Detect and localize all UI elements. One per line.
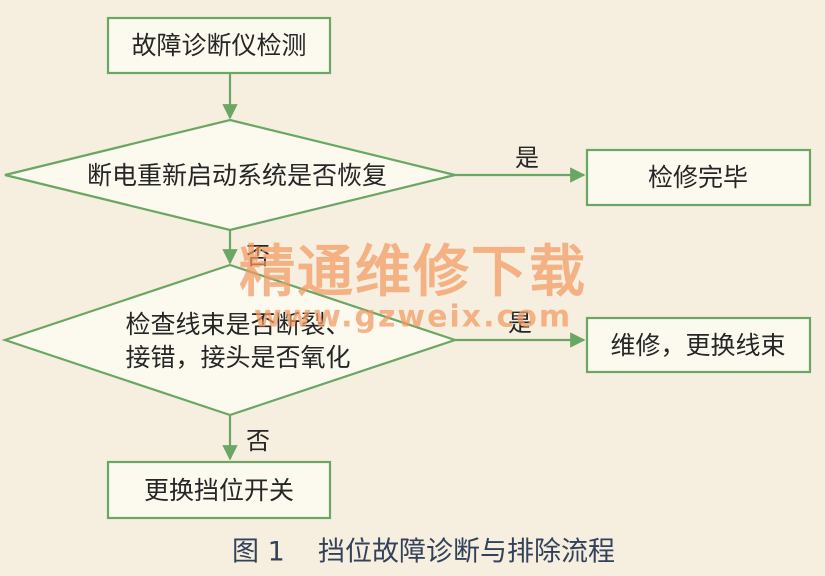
edge-restart-yes-label: 是 — [515, 144, 539, 172]
figure-caption: 图 1 挡位故障诊断与排除流程 — [232, 537, 615, 568]
node-repair: 维修，更换线束 — [585, 316, 812, 374]
edge-harness-no-label: 否 — [246, 427, 270, 455]
node-replace: 更换挡位开关 — [106, 460, 332, 520]
node-done-box — [585, 148, 812, 207]
node-decision-harness-line-2: 接错，接头是否氧化 — [125, 343, 350, 372]
node-done: 检修完毕 — [585, 148, 812, 207]
node-repair-label: 维修，更换线束 — [610, 331, 785, 360]
watermark-url: www.gzweix.com — [254, 300, 572, 335]
caption-title: 挡位故障诊断与排除流程 — [318, 537, 615, 568]
caption-figure-number: 图 1 — [232, 537, 285, 568]
edge-harness-yes-label: 是 — [508, 309, 532, 337]
node-start: 故障诊断仪检测 — [106, 16, 332, 75]
watermark: 精通维修下载 www.gzweix.com — [239, 240, 587, 335]
node-repair-box — [585, 316, 812, 374]
node-decision-harness-line-1: 检查线束是否断裂、 — [125, 310, 350, 339]
node-replace-label: 更换挡位开关 — [144, 476, 294, 505]
node-start-label: 故障诊断仪检测 — [131, 31, 306, 60]
node-replace-box — [106, 460, 332, 520]
watermark-text: 精通维修下载 — [239, 240, 587, 305]
node-done-label: 检修完毕 — [648, 163, 748, 192]
node-decision-restart-label: 断电重新启动系统是否恢复 — [87, 161, 387, 190]
node-decision-harness: 检查线束是否断裂、 接错，接头是否氧化 — [1, 263, 459, 417]
node-decision-restart: 断电重新启动系统是否恢复 — [4, 118, 456, 232]
node-start-box — [106, 16, 332, 75]
edge-restart-no-label: 否 — [246, 242, 270, 270]
